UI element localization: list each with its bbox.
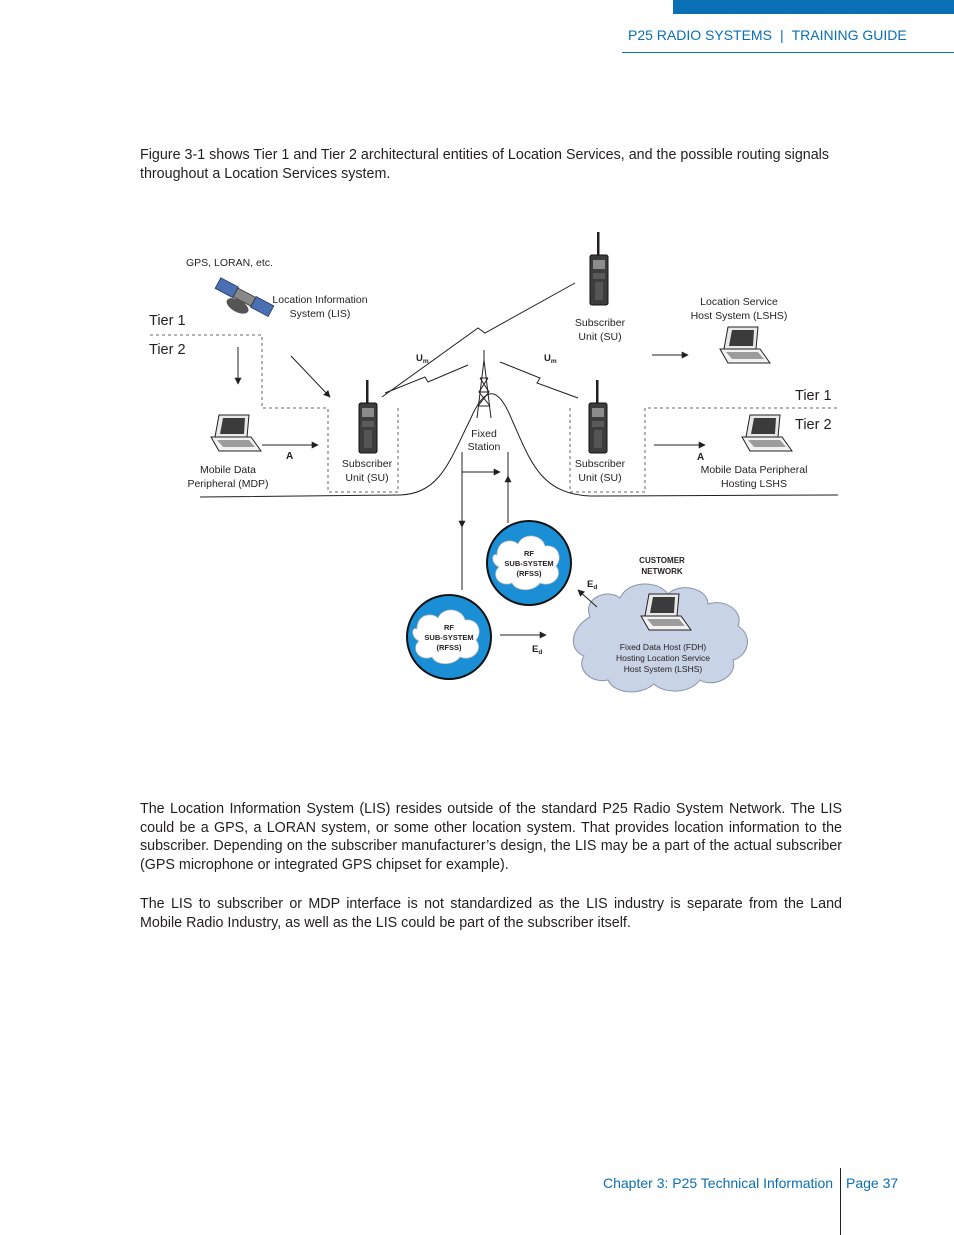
lshs-label-line1: Location Service — [700, 296, 778, 308]
satellite-icon — [214, 277, 275, 318]
mdp-lshs-label-line1: Mobile Data Peripheral — [701, 464, 808, 476]
rfss-upper-line3: (RFSS) — [517, 569, 543, 578]
customer-network-cloud: CUSTOMER NETWORK Fixed Data Host (FDH) H… — [573, 556, 748, 693]
body-paragraph-lis: The Location Information System (LIS) re… — [140, 801, 842, 873]
location-services-diagram: Tier 1 Tier 2 Tier 1 Tier 2 GPS, LORAN, … — [149, 231, 840, 693]
rfss-upper: RF SUB-SYSTEM (RFSS) — [486, 520, 572, 606]
rfss-upper-line1: RF — [524, 549, 534, 558]
footer-page-number: Page 37 — [846, 1175, 899, 1191]
lightning-um-right — [499, 361, 579, 399]
mdp-lshs-laptop-icon — [741, 414, 793, 452]
lightning-um-left — [384, 364, 469, 394]
rfss-lower-line1: RF — [444, 623, 454, 632]
su-right-label-line2: Unit (SU) — [578, 472, 621, 484]
intro-paragraph: Figure 3-1 shows Tier 1 and Tier 2 archi… — [140, 147, 830, 182]
gps-label: GPS, LORAN, etc. — [186, 257, 273, 269]
mdp-lshs-label-line2: Hosting LSHS — [721, 478, 787, 490]
mdp-laptop-icon — [210, 414, 262, 452]
lshs-label-line2: Host System (LSHS) — [691, 310, 788, 322]
tier1-label-right: Tier 1 — [795, 388, 832, 404]
tier-boundary-right — [569, 407, 840, 493]
fdh-label-line2: Hosting Location Service — [616, 653, 710, 663]
um-label-left: Um — [416, 353, 429, 365]
fixed-station-label-line2: Station — [468, 441, 501, 453]
rfss-lower-line3: (RFSS) — [437, 643, 463, 652]
fixed-station-label-line1: Fixed — [471, 428, 497, 440]
customer-network-line1: CUSTOMER — [639, 556, 685, 565]
su-right-label-line1: Subscriber — [575, 458, 626, 470]
tier2-label-left: Tier 2 — [149, 342, 186, 358]
lis-label-line1: Location Information — [272, 294, 367, 306]
ed-label-upper: Ed — [587, 579, 597, 591]
su-left-label-line1: Subscriber — [342, 458, 393, 470]
rfss-upper-line2: SUB-SYSTEM — [504, 559, 553, 568]
subscriber-radio-icon-top — [589, 231, 609, 306]
lightning-su-top — [381, 282, 576, 398]
tier-boundary-left — [150, 334, 399, 493]
terrain-line — [199, 393, 839, 498]
lis-to-su-arrow — [290, 355, 331, 398]
subscriber-radio-icon-right — [588, 379, 608, 454]
um-label-right: Um — [544, 353, 557, 365]
su-top-label-line2: Unit (SU) — [578, 331, 621, 343]
running-header: P25 RADIO SYSTEMS | TRAINING GUIDE — [628, 27, 907, 43]
customer-network-line2: NETWORK — [641, 567, 683, 576]
fdh-label-line1: Fixed Data Host (FDH) — [620, 642, 707, 652]
tower-icon — [476, 350, 492, 419]
tier1-label-left: Tier 1 — [149, 313, 186, 329]
a-label-right: A — [697, 452, 704, 463]
header-title: P25 RADIO SYSTEMS — [628, 27, 772, 43]
ed-label-lower: Ed — [532, 644, 542, 656]
a-label-left: A — [286, 451, 293, 462]
tier2-label-right: Tier 2 — [795, 417, 832, 433]
mdp-label-line2: Peripheral (MDP) — [187, 478, 268, 490]
header-subtitle: TRAINING GUIDE — [791, 27, 907, 43]
ed-arrow-upper — [577, 589, 598, 608]
subscriber-radio-icon-left — [358, 379, 378, 454]
su-left-label-line2: Unit (SU) — [345, 472, 388, 484]
rfss-lower-line2: SUB-SYSTEM — [424, 633, 473, 642]
header-separator: | — [779, 27, 784, 43]
footer-divider — [840, 1168, 841, 1235]
su-top-label-line1: Subscriber — [575, 317, 626, 329]
lshs-laptop-icon — [719, 326, 771, 364]
fdh-label-line3: Host System (LSHS) — [624, 664, 703, 674]
header-rule — [622, 52, 954, 53]
mdp-label-line1: Mobile Data — [200, 464, 256, 476]
lis-label-line2: System (LIS) — [290, 308, 351, 320]
body-paragraph-interface: The LIS to subscriber or MDP interface i… — [140, 896, 842, 931]
rfss-lower: RF SUB-SYSTEM (RFSS) — [406, 594, 492, 680]
footer-chapter: Chapter 3: P25 Technical Information — [603, 1175, 834, 1191]
header-accent-bar — [673, 0, 954, 14]
